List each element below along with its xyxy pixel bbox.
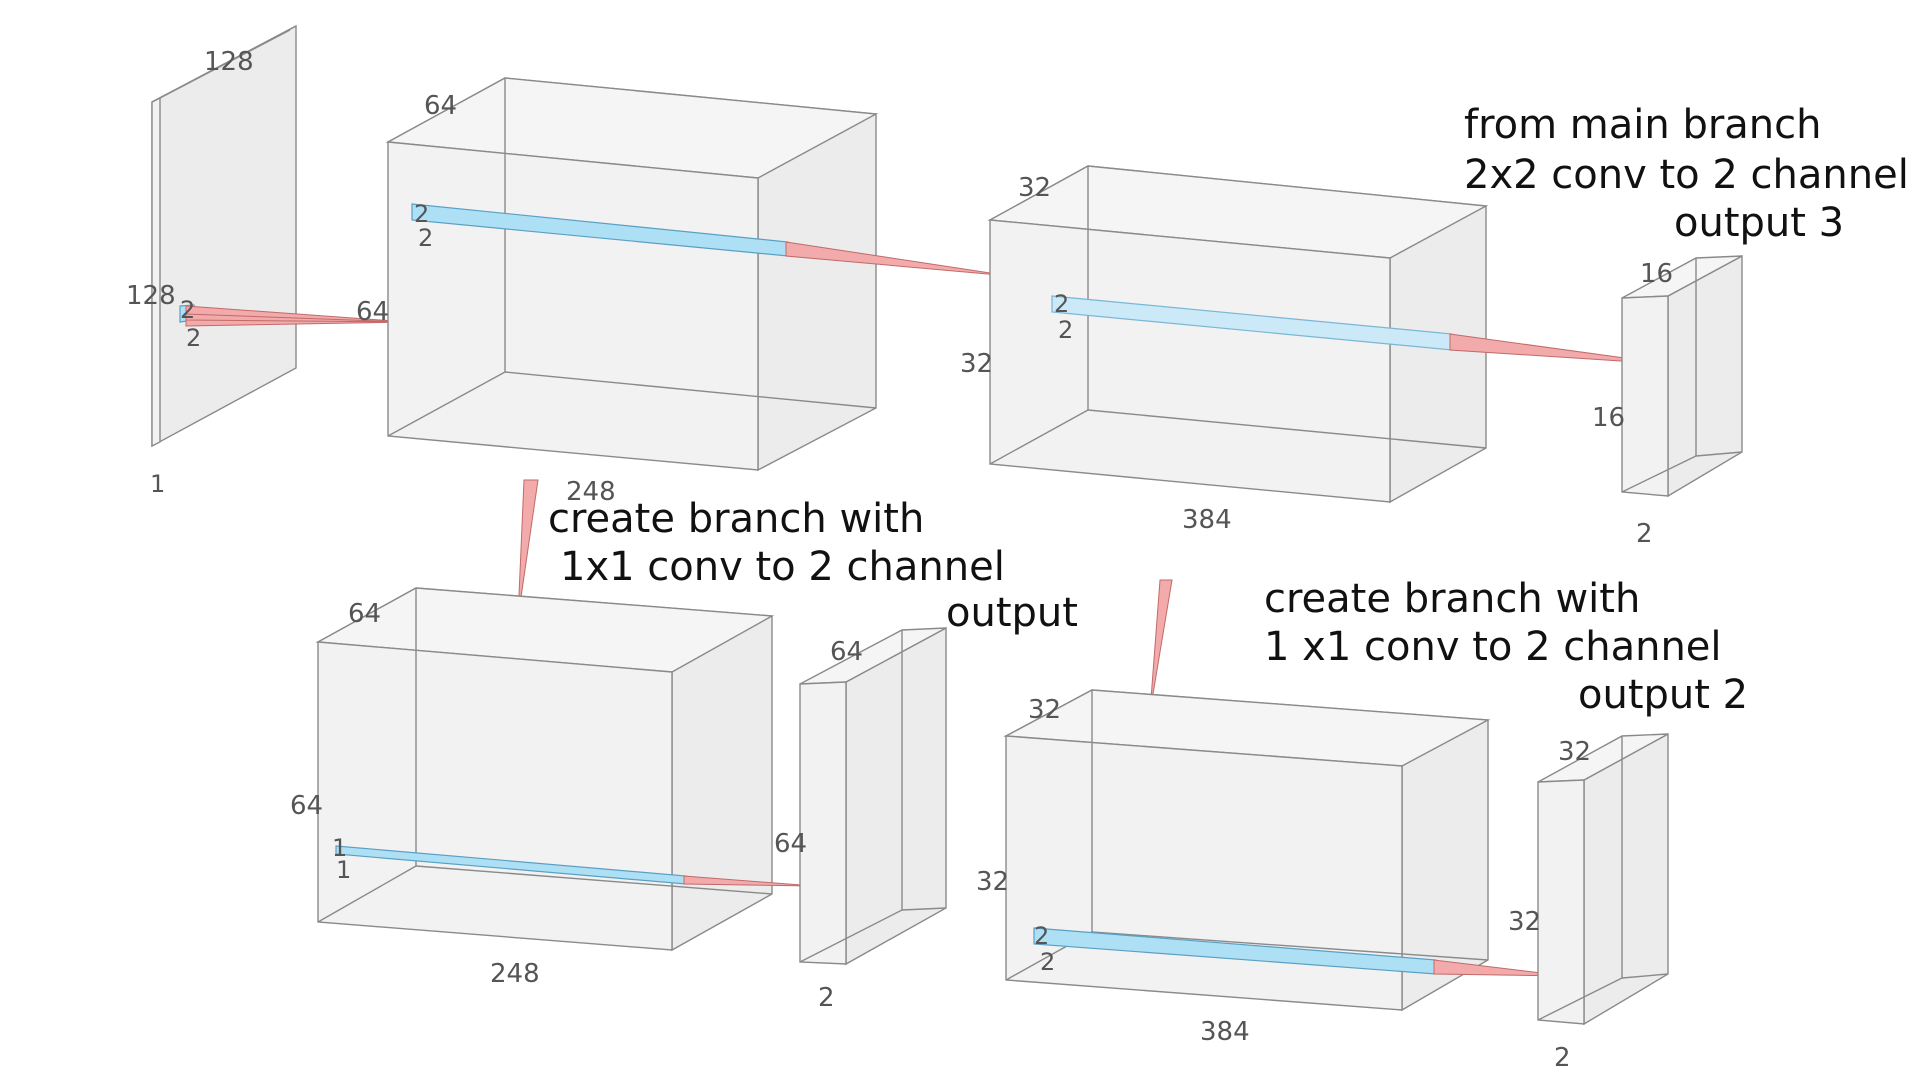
input-kernel-w-label: 2 bbox=[186, 324, 201, 352]
branch2-output-volume bbox=[1537, 732, 1669, 1026]
input-height-label: 128 bbox=[204, 47, 254, 77]
branch2-output-height-label: 32 bbox=[1558, 737, 1591, 767]
branch1-kernel-h-label: 1 bbox=[332, 834, 347, 862]
branch2-depth-label: 384 bbox=[1200, 1017, 1250, 1047]
branch1-height-label: 64 bbox=[348, 599, 381, 629]
branch1-output-depth-label: 2 bbox=[818, 983, 835, 1013]
branch1-output-volume bbox=[799, 626, 947, 966]
branch2-output-width-label: 32 bbox=[1508, 907, 1541, 937]
branch2-note-line1: create branch with bbox=[1264, 576, 1640, 622]
branch1-kernel bbox=[335, 845, 815, 887]
branch2-note-line2: 1 x1 conv to 2 channel bbox=[1264, 624, 1722, 670]
output3-width-label: 16 bbox=[1592, 403, 1625, 433]
main-volume-1-kernel bbox=[411, 203, 1011, 277]
input-width-label: 128 bbox=[126, 281, 176, 311]
branch1-width-label: 64 bbox=[290, 791, 323, 821]
output3-depth-label: 2 bbox=[1636, 519, 1653, 549]
main-volume-2-depth-label: 384 bbox=[1182, 505, 1232, 535]
main-volume-2-kernel-h-label: 2 bbox=[1054, 290, 1069, 318]
input-kernel bbox=[179, 304, 409, 327]
branch2-connector bbox=[1149, 579, 1173, 713]
input-volume bbox=[151, 24, 297, 448]
main-volume-2-height-label: 32 bbox=[1018, 173, 1051, 203]
branch2-width-label: 32 bbox=[976, 867, 1009, 897]
output3-note-line1: from main branch bbox=[1464, 102, 1822, 148]
main-volume-1-kernel-w-label: 2 bbox=[418, 224, 433, 252]
main-volume-1-kernel-h-label: 2 bbox=[414, 200, 429, 228]
branch1-note-line2: 1x1 conv to 2 channel bbox=[560, 544, 1005, 590]
branch1-volume bbox=[315, 587, 775, 952]
main-volume-1-width-label: 64 bbox=[356, 297, 389, 327]
output3-height-label: 16 bbox=[1640, 259, 1673, 289]
branch1-depth-label: 248 bbox=[490, 959, 540, 989]
main-volume-1-height-label: 64 bbox=[424, 91, 457, 121]
branch1-connector bbox=[517, 479, 539, 619]
input-kernel-h-label: 2 bbox=[180, 296, 195, 324]
output3-volume bbox=[1621, 254, 1743, 498]
main-volume-1-depth-label: 248 bbox=[566, 477, 616, 507]
branch1-kernel-w-label: 1 bbox=[336, 856, 351, 884]
main-volume-1 bbox=[385, 77, 879, 472]
branch1-output-width-label: 64 bbox=[774, 829, 807, 859]
input-depth-label: 1 bbox=[150, 470, 165, 498]
branch2-kernel-h-label: 2 bbox=[1034, 922, 1049, 950]
main-volume-2 bbox=[987, 165, 1489, 504]
branch2-kernel bbox=[1033, 927, 1567, 977]
output3-note-line2: 2x2 conv to 2 channel bbox=[1464, 152, 1909, 198]
branch2-note-line3: output 2 bbox=[1578, 672, 1748, 718]
main-volume-2-kernel bbox=[1051, 295, 1669, 365]
branch2-output-depth-label: 2 bbox=[1554, 1043, 1571, 1073]
output3-note-line3: output 3 bbox=[1674, 200, 1844, 246]
main-volume-2-width-label: 32 bbox=[960, 349, 993, 379]
main-volume-2-kernel-w-label: 2 bbox=[1058, 316, 1073, 344]
branch1-note-line3: output bbox=[946, 590, 1078, 636]
branch2-height-label: 32 bbox=[1028, 695, 1061, 725]
branch1-note-line1: create branch with bbox=[548, 496, 924, 542]
branch1-output-height-label: 64 bbox=[830, 637, 863, 667]
branch2-kernel-w-label: 2 bbox=[1040, 948, 1055, 976]
